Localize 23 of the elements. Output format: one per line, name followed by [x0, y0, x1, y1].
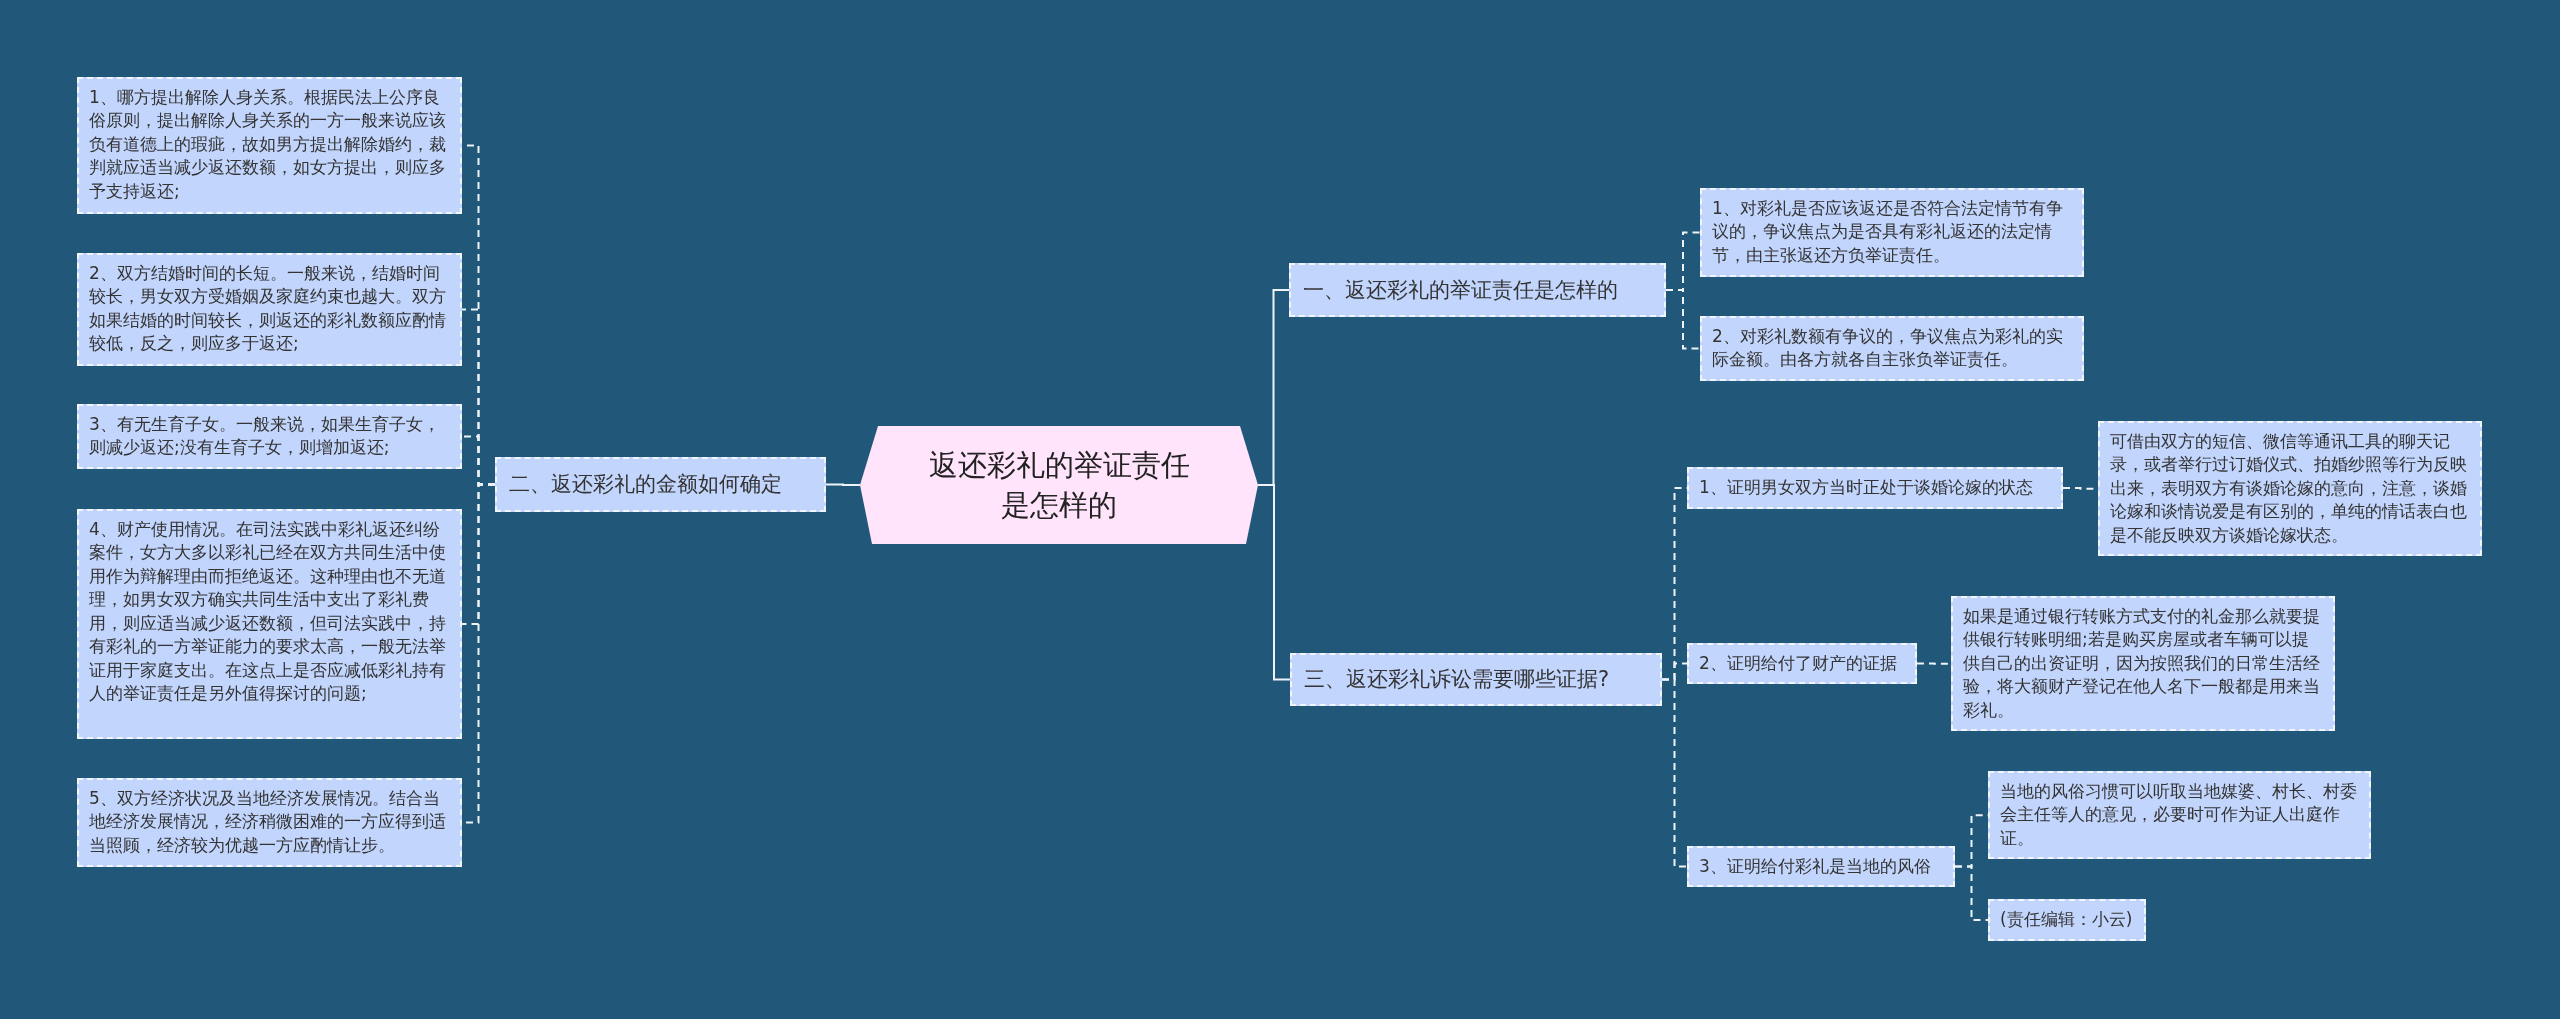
detail-box: 可借由双方的短信、微信等通讯工具的聊天记录，或者举行过订婚仪式、拍婚纱照等行为反映出来，表明双方有谈婚论嫁的意向，注意，谈婚论嫁和谈情说爱是有区别的，单纯的情话表白也是不能反映双方谈婚论嫁状态。 — [2098, 421, 2482, 557]
branch-box: 三、返还彩礼诉讼需要哪些证据? — [1290, 653, 1662, 706]
central-topic-box: 返还彩礼的举证责任是怎样的 — [860, 426, 1258, 544]
subtopic-box: 3、证明给付彩礼是当地的风俗 — [1687, 846, 1955, 887]
connector-line — [825, 483, 861, 486]
branch-box: 二、返还彩礼的金额如何确定 — [495, 457, 826, 512]
detail-box: 如果是通过银行转账方式支付的礼金那么就要提供银行转账明细;若是购买房屋或者车辆可以提供自己的出资证明，因为按照我们的日常生活经验，将大额财产登记在他人名下一般都是用来当彩礼。 — [1951, 596, 2335, 732]
connector-line — [1661, 678, 1688, 868]
detail-box: 当地的风俗习惯可以听取当地媒婆、村长、村委会主任等人的意见，必要时可作为证人出庭作证。 — [1988, 771, 2371, 860]
detail-box: 1、哪方提出解除人身关系。根据民法上公序良俗原则，提出解除人身关系的一方一般来说应该负有道德上的瑕疵，故如男方提出解除婚约，裁判就应适当减少返还数额，如女方提出，则应多予支持返还; — [77, 77, 462, 214]
detail-box: 1、对彩礼是否应该返还是否符合法定情节有争议的，争议焦点为是否具有彩礼返还的法定情节，由主张返还方负举证责任。 — [1700, 188, 2084, 277]
detail-box: 2、对彩礼数额有争议的，争议焦点为彩礼的实际金额。由各方就各自主张负举证责任。 — [1700, 316, 2084, 381]
connector-line — [1954, 865, 1989, 921]
connector-line — [1665, 289, 1701, 350]
connector-line — [1257, 484, 1291, 681]
detail-box: 4、财产使用情况。在司法实践中彩礼返还纠纷案件，女方大多以彩礼已经在双方共同生活中使用作为辩解理由而拒绝返还。这种理由也不无道理，如男女双方确实共同生活中支出了彩礼费用，则应适当减少返还数额，但司法实践中，持有彩礼的一方举证能力的要求太高，一般无法举证用于家庭支出。在这点上是否应减低彩礼持有人的举证责任是另外值得探讨的问题; — [77, 509, 462, 739]
branch-box: 一、返还彩礼的举证责任是怎样的 — [1289, 263, 1666, 317]
detail-box: 2、双方结婚时间的长短。一般来说，结婚时间较长，男女双方受婚姻及家庭约束也越大。双方如果结婚的时间较长，则返还的彩礼数额应酌情较低，反之，则应多于返还; — [77, 253, 462, 366]
subtopic-box: 1、证明男女双方当时正处于谈婚论嫁的状态 — [1687, 467, 2063, 509]
detail-box: 5、双方经济状况及当地经济发展情况。结合当地经济发展情况，经济稍微困难的一方应得到适当照顾，经济较为优越一方应酌情让步。 — [77, 778, 462, 867]
subtopic-box: (责任编辑：小云) — [1988, 899, 2146, 941]
subtopic-box: 2、证明给付了财产的证据 — [1687, 643, 1917, 684]
detail-box: 3、有无生育子女。一般来说，如果生育子女，则减少返还;没有生育子女，则增加返还; — [77, 404, 462, 469]
